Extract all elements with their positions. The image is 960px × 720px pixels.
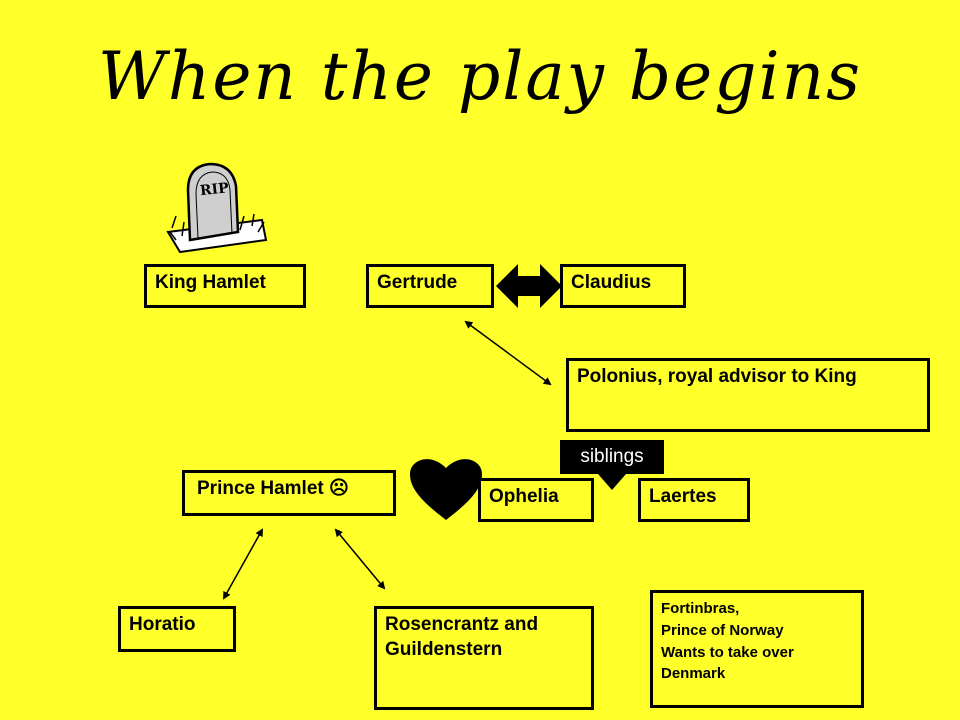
node-label: Rosencrantz and Guildenstern (385, 614, 539, 660)
siblings-callout: siblings (560, 440, 664, 474)
gravestone-icon: RIP (166, 162, 268, 254)
node-fortinbras: Fortinbras, Prince of Norway Wants to ta… (650, 590, 864, 708)
node-gertrude: Gertrude (366, 264, 494, 308)
double-arrow-icon (496, 264, 562, 308)
node-label: Polonius, royal advisor to King (577, 366, 857, 387)
node-horatio: Horatio (118, 606, 236, 652)
node-rosencrantz-guildenstern: Rosencrantz and Guildenstern (374, 606, 594, 710)
node-ophelia: Ophelia (478, 478, 594, 522)
connector-prince-rosen (334, 528, 386, 590)
node-laertes: Laertes (638, 478, 750, 522)
node-label: Ophelia (489, 486, 559, 507)
node-label: Gertrude (377, 272, 458, 293)
sad-face-icon: ☹ (329, 478, 349, 499)
node-label-line: Denmark (661, 665, 726, 683)
node-label: Laertes (649, 486, 717, 507)
gravestone-label: RIP (199, 180, 230, 199)
page-title: When the play begins (98, 38, 862, 115)
node-king-hamlet: King Hamlet (144, 264, 306, 308)
node-label: King Hamlet (155, 272, 266, 293)
connector-prince-horatio (223, 528, 263, 600)
node-polonius: Polonius, royal advisor to King (566, 358, 930, 432)
node-label: Prince Hamlet (197, 478, 324, 499)
siblings-pointer (598, 474, 626, 490)
node-label-line: Prince of Norway (661, 621, 784, 639)
node-claudius: Claudius (560, 264, 686, 308)
heart-icon (410, 459, 482, 520)
node-label-line: Fortinbras, (661, 600, 740, 617)
connector-gertrude-polonius (464, 320, 552, 386)
node-prince-hamlet: Prince Hamlet ☹ (182, 470, 396, 516)
node-label-line: Wants to take over (661, 643, 794, 661)
node-label: Horatio (129, 614, 196, 635)
node-label: Claudius (571, 272, 652, 293)
